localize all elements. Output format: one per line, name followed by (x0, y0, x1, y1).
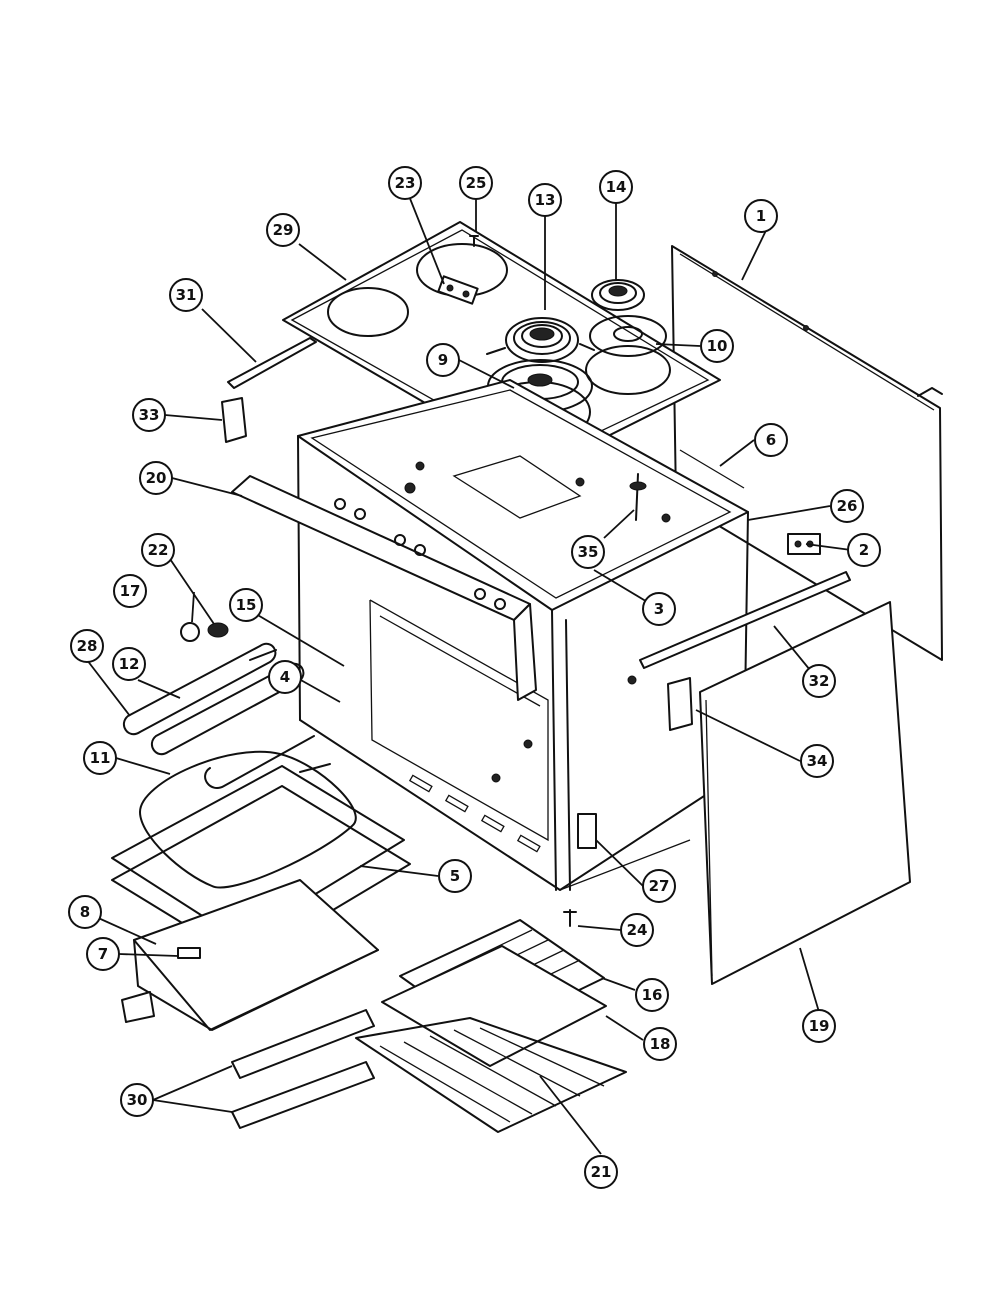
callout-label: 4 (280, 668, 290, 686)
callout-21: 21 (584, 1155, 618, 1189)
callout-label: 18 (650, 1035, 671, 1053)
callout-label: 3 (654, 600, 664, 618)
callout-label: 28 (77, 637, 98, 655)
callout-18: 18 (643, 1027, 677, 1061)
callout-25: 25 (459, 166, 493, 200)
drip-pan-small (589, 315, 667, 357)
callout-29: 29 (266, 213, 300, 247)
bracket-30-parts (121, 991, 375, 1129)
callout-17: 17 (113, 574, 147, 608)
vent-slots (408, 774, 541, 853)
callout-24: 24 (620, 913, 654, 947)
callout-label: 25 (466, 174, 487, 192)
hinge-part (577, 813, 597, 849)
callout-label: 2 (859, 541, 869, 559)
side-bracket-part (667, 677, 693, 731)
callout-20: 20 (139, 461, 173, 495)
callout-31: 31 (169, 278, 203, 312)
callout-label: 13 (535, 191, 556, 209)
callout-23: 23 (388, 166, 422, 200)
callout-28: 28 (70, 629, 104, 663)
light-bulb-part (180, 622, 200, 642)
callout-6: 6 (754, 423, 788, 457)
callout-label: 10 (707, 337, 728, 355)
oven-rack-part (355, 1017, 627, 1133)
screw-part (469, 235, 479, 247)
callout-10: 10 (700, 329, 734, 363)
callout-11: 11 (83, 741, 117, 775)
rail-part (639, 571, 851, 669)
callout-label: 5 (450, 867, 460, 885)
callout-label: 9 (438, 351, 448, 369)
callout-label: 32 (809, 672, 830, 690)
broiler-pan-part (381, 945, 607, 1067)
callout-label: 12 (119, 655, 140, 673)
callout-13: 13 (528, 183, 562, 217)
callout-33: 33 (132, 398, 166, 432)
latch-part (177, 947, 201, 959)
callout-8: 8 (68, 895, 102, 929)
callout-label: 8 (80, 903, 90, 921)
callout-22: 22 (141, 533, 175, 567)
bracket-part (221, 397, 247, 443)
callout-label: 1 (756, 207, 766, 225)
callout-35: 35 (571, 535, 605, 569)
callout-label: 21 (591, 1163, 612, 1181)
callout-16: 16 (635, 978, 669, 1012)
callout-15: 15 (229, 588, 263, 622)
callout-7: 7 (86, 937, 120, 971)
callout-label: 29 (273, 221, 294, 239)
switch-part (787, 533, 821, 555)
callout-label: 22 (148, 541, 169, 559)
callout-label: 35 (578, 543, 599, 561)
callout-30: 30 (120, 1083, 154, 1117)
callout-label: 6 (766, 431, 776, 449)
callout-26: 26 (830, 489, 864, 523)
bake-element-part (139, 750, 357, 889)
callout-19: 19 (802, 1009, 836, 1043)
callout-label: 24 (627, 921, 648, 939)
callout-label: 11 (90, 749, 111, 767)
hinge-rod-part (629, 473, 647, 521)
oven-body-frame (297, 379, 749, 891)
callout-label: 23 (395, 174, 416, 192)
callout-label: 34 (807, 752, 828, 770)
callout-label: 33 (139, 406, 160, 424)
callout-label: 31 (176, 286, 197, 304)
callout-4: 4 (268, 660, 302, 694)
callout-27: 27 (642, 869, 676, 903)
screw-bottom-part (563, 909, 577, 927)
trim-strip-part (227, 337, 317, 389)
callout-9: 9 (426, 343, 460, 377)
callout-label: 15 (236, 596, 257, 614)
callout-label: 20 (146, 469, 167, 487)
callout-label: 27 (649, 877, 670, 895)
small-burner-element (591, 279, 645, 311)
side-panel-front-part (699, 601, 911, 985)
callout-5: 5 (438, 859, 472, 893)
control-panel-part (231, 475, 537, 701)
large-burner-element (486, 317, 595, 363)
callout-label: 26 (837, 497, 858, 515)
callout-32: 32 (802, 664, 836, 698)
callout-label: 16 (642, 986, 663, 1004)
callout-3: 3 (642, 592, 676, 626)
callout-12: 12 (112, 647, 146, 681)
drawer-part (133, 879, 379, 1031)
callout-label: 14 (606, 178, 627, 196)
callout-label: 17 (120, 582, 141, 600)
callout-label: 19 (809, 1017, 830, 1035)
callout-14: 14 (599, 170, 633, 204)
callout-2: 2 (847, 533, 881, 567)
light-socket-part (207, 622, 229, 638)
callout-label: 7 (98, 945, 108, 963)
terminal-block-part (437, 275, 479, 305)
callout-label: 30 (127, 1091, 148, 1109)
callout-34: 34 (800, 744, 834, 778)
callout-1: 1 (744, 199, 778, 233)
